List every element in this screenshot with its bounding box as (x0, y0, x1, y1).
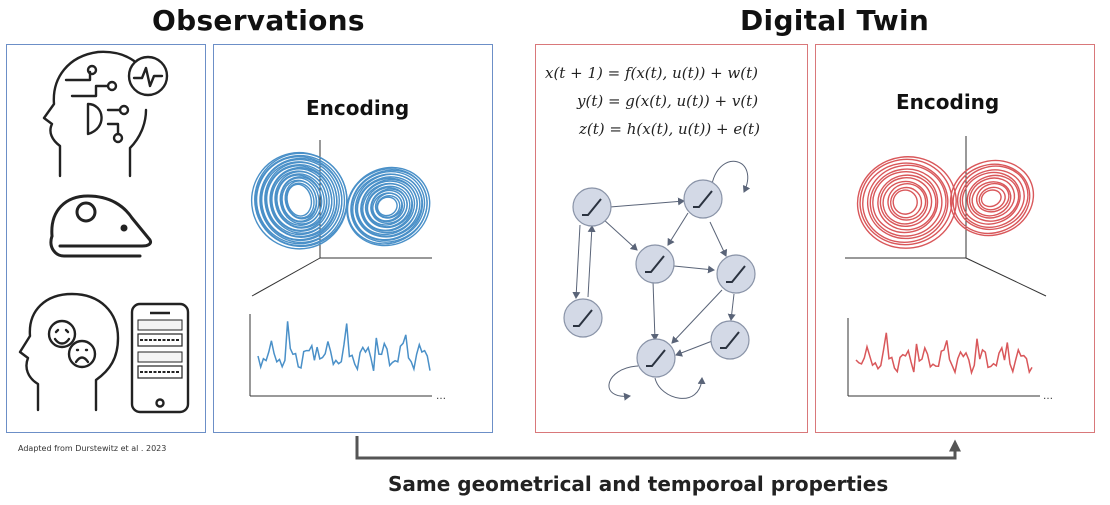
network-node (636, 338, 676, 378)
attractor-loop (276, 174, 323, 226)
attractor-loop (350, 170, 426, 242)
relu-activation-glyph (720, 331, 740, 349)
emotion-head-icon (18, 292, 120, 412)
relu-activation-glyph (726, 265, 746, 283)
twin-encoding-label: Encoding (896, 90, 1000, 114)
attractor-loop (260, 158, 340, 242)
attractor-loop (887, 183, 927, 221)
relu-activation-glyph (693, 190, 713, 208)
citation-text: Adapted from Durstewitz et al . 2023 (18, 444, 167, 453)
attractor-loop (250, 151, 348, 250)
attractor-loop (346, 166, 431, 247)
relu-activation-glyph (573, 309, 593, 327)
attractor-loop (866, 164, 947, 240)
relu-activation-glyph (645, 255, 665, 273)
observation-lorenz-attractor (250, 151, 431, 250)
attractor-loop (356, 177, 418, 236)
attractor-loop (949, 159, 1035, 237)
attractor-loop (862, 162, 949, 244)
attractor-loop (856, 156, 957, 249)
attractor-loop (265, 164, 336, 238)
equation-z: z(t) = h(x(t), u(t)) + e(t) (579, 120, 760, 138)
attractor-loop (882, 180, 929, 225)
observations-icons-panel (6, 44, 206, 433)
equation-x: x(t + 1) = f(x(t), u(t)) + w(t) (545, 64, 758, 82)
attractor-loop (952, 163, 1031, 235)
mouse-icon (49, 194, 152, 258)
equation-y: y(t) = g(x(t), u(t)) + v(t) (577, 92, 759, 110)
relu-activation-glyph (582, 198, 602, 216)
attractor-loop (255, 154, 346, 247)
attractor-loop (971, 181, 1012, 217)
network-node (683, 179, 723, 219)
attractor-loop (271, 170, 328, 232)
attractor-loop (286, 183, 313, 217)
network-node (572, 187, 612, 227)
comparison-arrow (355, 436, 961, 460)
attractor-loop (869, 168, 943, 237)
network-nodes (563, 179, 756, 378)
attractor-loop (275, 173, 325, 228)
attractor-loop (968, 177, 1016, 219)
attractor-loop (281, 179, 318, 222)
attractor-loop (346, 168, 428, 245)
attractor-loop (975, 182, 1010, 213)
attractor-loop (372, 192, 404, 222)
attractor-loop (877, 174, 937, 231)
attractor-loop (872, 171, 939, 234)
attractor-loop (892, 189, 918, 215)
observation-axis-ellipsis: … (436, 391, 446, 402)
attractor-loop (352, 173, 424, 241)
attractor-loop (366, 187, 408, 226)
digital-twin-title: Digital Twin (740, 4, 930, 37)
attractor-loop (266, 165, 333, 236)
observation-encoding-panel (213, 44, 493, 433)
attractor-loop (285, 182, 315, 219)
attractor-loop (270, 168, 330, 232)
observation-timeseries-axes (249, 314, 432, 397)
attractor-loop (376, 195, 401, 219)
comparison-caption: Same geometrical and temporoal propertie… (388, 472, 889, 496)
attractor-loop (879, 177, 933, 227)
attractor-loop (366, 185, 411, 228)
twin-encoding-panel (815, 44, 1095, 433)
attractor-loop (966, 174, 1020, 222)
observation-timeseries-line (257, 321, 431, 372)
attractor-loop (255, 155, 343, 245)
attractor-loop (261, 161, 338, 241)
attractor-loop (280, 177, 320, 223)
twin-axis-ellipsis: … (1043, 391, 1053, 402)
observations-title: Observations (152, 4, 365, 37)
attractor-loop (956, 165, 1029, 231)
attractor-loop (360, 180, 416, 232)
attractor-loop (980, 189, 1002, 208)
attractor-loop (376, 196, 398, 217)
twin-lorenz-attractor (856, 156, 1035, 249)
attractor-loop (356, 176, 421, 237)
relu-activation-glyph (646, 349, 666, 367)
ai-head-icon (42, 50, 169, 178)
attractor-loop (961, 171, 1021, 225)
smartphone-icon (130, 302, 190, 414)
network-node (635, 244, 675, 284)
network-node (710, 320, 750, 360)
twin-3d-axes (845, 136, 1047, 297)
attractor-loop (370, 189, 406, 223)
twin-timeseries-line (855, 332, 1033, 376)
attractor-loop (889, 186, 923, 219)
twin-timeseries-axes (847, 318, 1040, 397)
attractor-loop (978, 186, 1006, 211)
network-node (563, 298, 603, 338)
attractor-loop (362, 182, 414, 231)
observation-encoding-label: Encoding (306, 96, 410, 120)
network-node (716, 254, 756, 294)
attractor-loop (959, 169, 1025, 228)
